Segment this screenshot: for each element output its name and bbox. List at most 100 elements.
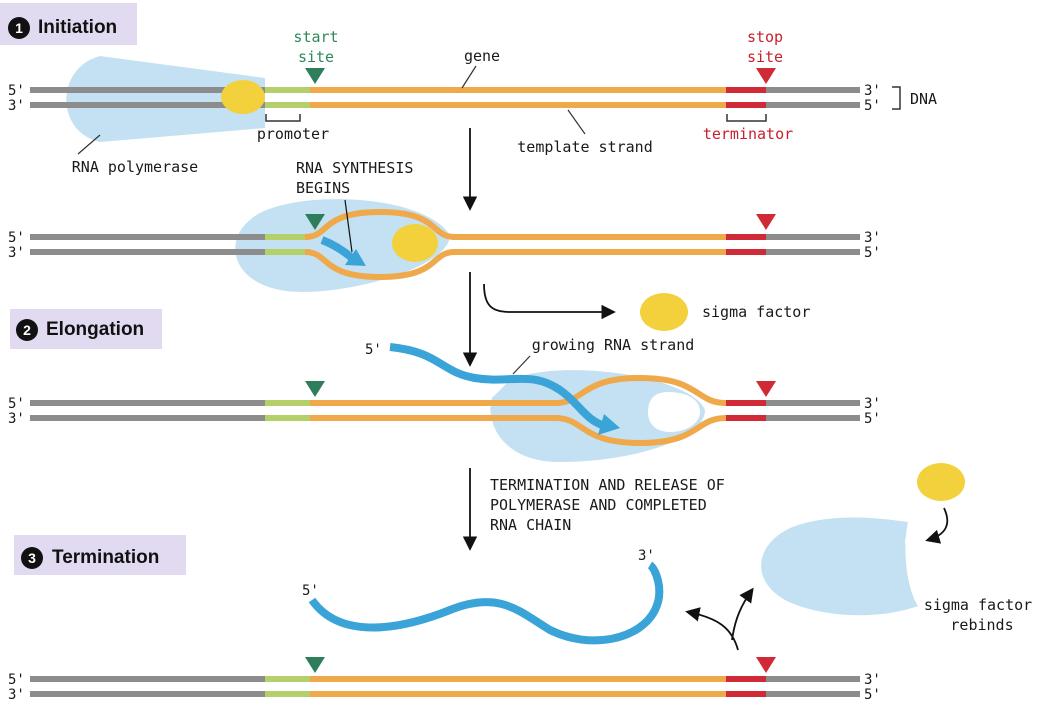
dna-row-synthesis-begins: RNA SYNTHESIS BEGINS 5' 3' 3' 5' <box>8 159 881 292</box>
dna-strand-right <box>766 87 860 93</box>
stage-label-termination: 3 Termination <box>14 535 186 575</box>
release-split-arrow-left <box>685 607 739 651</box>
released-sigma-factor <box>640 293 688 331</box>
released-rna-polymerase <box>761 517 918 616</box>
dna-row-initiation: 5' 3' 3' 5' DNA start site stop site gen… <box>8 28 937 176</box>
promoter-region <box>265 676 310 682</box>
three-prime-label: 3' <box>8 687 25 701</box>
dna-label: DNA <box>910 90 937 108</box>
stage-number-badge <box>16 319 38 341</box>
stop-site-marker <box>756 657 776 673</box>
terminator-region <box>726 676 766 682</box>
dna-strand-left <box>30 691 265 697</box>
dna-strand-right <box>766 234 860 240</box>
rebinding-sigma-factor <box>917 463 965 501</box>
three-prime-label: 3' <box>8 411 25 427</box>
stop-site-label: site <box>747 48 783 66</box>
gene-region <box>310 691 726 697</box>
termination-release-label: POLYMERASE AND COMPLETED <box>490 496 707 514</box>
dna-strand-right <box>766 102 860 108</box>
sigma-factor-label: sigma factor <box>702 303 810 321</box>
sigma-vacancy <box>648 392 700 432</box>
template-strand-label: template strand <box>517 138 652 156</box>
dna-strand-right <box>766 249 860 255</box>
dna-strand-right <box>766 400 860 406</box>
termination-release-label: TERMINATION AND RELEASE OF <box>490 476 725 494</box>
stage-number-badge <box>8 17 30 39</box>
rna-synthesis-begins-label: BEGINS <box>296 179 350 197</box>
promoter-region <box>265 415 310 421</box>
three-prime-label: 3' <box>8 245 25 261</box>
five-prime-label: 5' <box>365 342 382 358</box>
gene-region <box>310 102 726 108</box>
terminator-region <box>726 691 766 697</box>
release-split-arrow-right <box>731 587 754 641</box>
rna-synthesis-leader-line <box>344 199 353 253</box>
gene-region <box>310 87 726 93</box>
promoter-label: promoter <box>257 125 329 143</box>
five-prime-label: 5' <box>864 245 881 261</box>
released-components: 5' 3' sigma factor rebinds <box>302 463 1032 651</box>
rna-polymerase <box>66 56 265 142</box>
three-prime-label: 3' <box>8 98 25 114</box>
three-prime-label: 3' <box>864 672 881 688</box>
gene-region <box>310 400 560 406</box>
completed-rna-chain <box>308 561 664 645</box>
stage-number: 1 <box>15 20 23 36</box>
start-site-marker <box>305 381 325 397</box>
stage-title: Elongation <box>46 319 144 340</box>
rna-polymerase-label: RNA polymerase <box>72 158 198 176</box>
promoter-bracket <box>265 114 301 122</box>
termination-release-label: RNA CHAIN <box>490 516 571 534</box>
stop-site-label: stop <box>747 28 783 46</box>
dna-strand-right <box>766 415 860 421</box>
dna-row-elongation: 5' growing RNA strand 5' 3' 3' 5' <box>8 336 881 462</box>
rna-polymerase <box>490 370 705 462</box>
five-prime-label: 5' <box>8 230 25 246</box>
polymerase-binding-notch <box>905 530 923 554</box>
gene-region <box>310 676 726 682</box>
promoter-region <box>265 102 310 108</box>
terminator-region <box>726 234 766 240</box>
dna-strand-right <box>766 676 860 682</box>
new-rna-arrowhead <box>345 249 366 266</box>
five-prime-label: 5' <box>8 672 25 688</box>
sigma-factor-rebinds-label: sigma factor <box>924 596 1032 614</box>
stage-number: 2 <box>23 322 31 338</box>
sigma-factor <box>392 224 438 262</box>
dna-strand-right <box>766 691 860 697</box>
template-strand-leader-line <box>567 109 586 135</box>
start-site-marker <box>305 657 325 673</box>
three-prime-label: 3' <box>864 396 881 412</box>
transcription-bubble <box>304 249 456 281</box>
gene-region <box>452 249 726 255</box>
new-rna-arrow <box>320 236 355 262</box>
promoter-region <box>265 400 310 406</box>
five-prime-label: 5' <box>302 583 319 599</box>
stop-site-marker <box>756 214 776 230</box>
dna-strand-left <box>30 676 265 682</box>
transcription-bubble <box>554 374 727 406</box>
five-prime-label: 5' <box>864 411 881 427</box>
terminator-region <box>726 415 766 421</box>
rna-synthesis-begins-label: RNA SYNTHESIS <box>296 159 413 177</box>
gene-region <box>310 415 560 421</box>
rna-polymerase <box>235 199 450 292</box>
five-prime-label: 5' <box>864 687 881 701</box>
three-prime-label: 3' <box>864 230 881 246</box>
stage-label-initiation: 1 Initiation <box>0 3 137 45</box>
transcription-bubble <box>554 415 727 447</box>
sigma-factor-rebinds-label: rebinds <box>950 616 1013 634</box>
gene-leader-line <box>461 65 477 89</box>
stage-label-elongation: 2 Elongation <box>10 309 162 349</box>
three-prime-label: 3' <box>638 548 655 564</box>
five-prime-label: 5' <box>864 98 881 114</box>
promoter-region <box>265 234 310 240</box>
sigma-release-arrow <box>483 283 616 320</box>
gene-label: gene <box>464 47 500 65</box>
dna-strand-left <box>30 234 265 240</box>
start-site-label: site <box>298 48 334 66</box>
terminator-region <box>726 102 766 108</box>
three-prime-label: 3' <box>864 83 881 99</box>
